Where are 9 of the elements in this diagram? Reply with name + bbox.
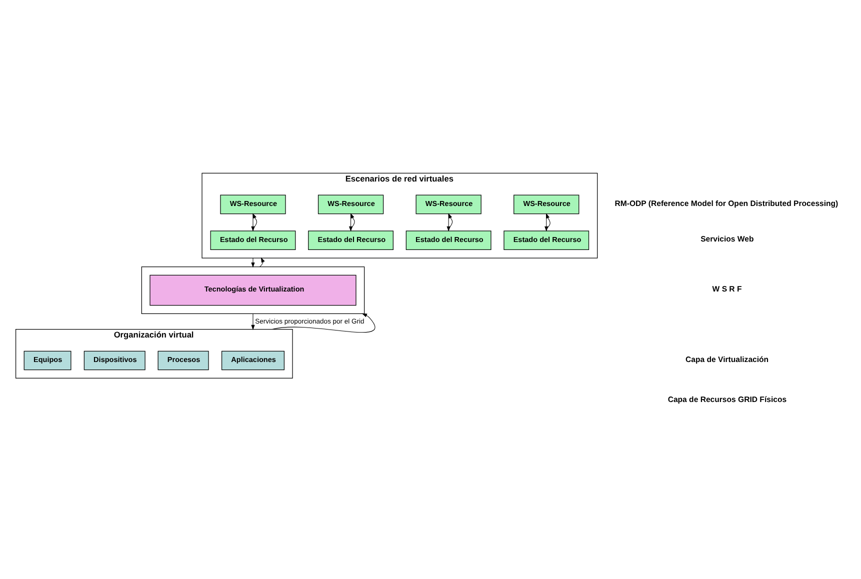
arrow xyxy=(350,213,355,232)
arrow xyxy=(252,213,257,232)
arrow xyxy=(259,257,265,268)
cluster xyxy=(141,266,365,314)
arrow xyxy=(448,213,453,232)
arrow xyxy=(251,313,255,330)
arrow xyxy=(251,258,255,268)
arrow xyxy=(272,313,376,333)
arrow xyxy=(546,213,550,232)
